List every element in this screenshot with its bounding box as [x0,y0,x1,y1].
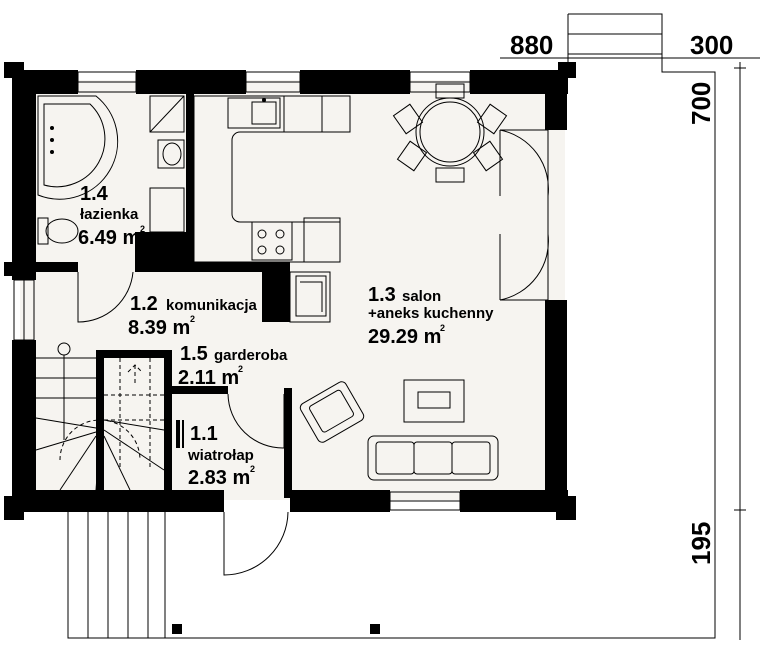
room-number: 1.5 [180,343,208,365]
doors [77,129,549,576]
room-area-unit: 2 [140,224,145,234]
room-name: garderoba [214,347,288,364]
room-number: 1.2 [130,293,158,315]
stairs [35,342,165,491]
room-label-wardrobe: 1.5 garderoba 2.11 m 2 [178,343,288,389]
room-number: 1.4 [80,183,109,205]
room-area-unit: 2 [440,323,445,333]
room-area: 2.11 m [178,367,239,389]
interior-walls [36,92,331,498]
room-name: salon [402,288,441,305]
room-label-living: 1.3 salon +aneks kuchenny 29.29 m 2 [368,284,494,348]
room-name: łazienka [80,206,139,223]
room-area-unit: 2 [250,464,255,474]
room-number: 1.1 [190,423,218,445]
living-furniture [299,379,499,481]
dimension-top-right: 300 [690,30,733,60]
dimension-top-left: 880 [510,30,553,60]
room-name: wiatrołap [187,447,254,464]
room-area: 6.49 m [78,227,140,249]
room-area: 29.29 m [368,326,441,348]
room-area-unit: 2 [190,314,195,324]
room-area-unit: 2 [238,364,243,374]
bathroom-fixtures [37,95,185,245]
exterior [67,13,760,640]
room-label-vestibule: 1.1 wiatrołap 2.83 m 2 [187,423,255,489]
kitchen-fixtures [193,95,351,263]
room-name: komunikacja [166,297,258,314]
dimension-right-lower: 195 [686,522,716,565]
room-area: 8.39 m [128,317,190,339]
bottom-window [389,491,461,511]
room-label-hall: 1.2 komunikacja 8.39 m 2 [128,293,258,339]
dimension-right-upper: 700 [686,82,716,125]
room-area: 2.83 m [188,467,250,489]
outer-walls [4,62,576,520]
dining-table [392,83,508,183]
left-window [13,279,35,341]
room-name-secondary: +aneks kuchenny [368,305,494,322]
room-number: 1.3 [368,284,396,306]
room-label-bathroom: 1.4 łazienka 6.49 m 2 [78,183,145,249]
top-windows [77,71,471,93]
